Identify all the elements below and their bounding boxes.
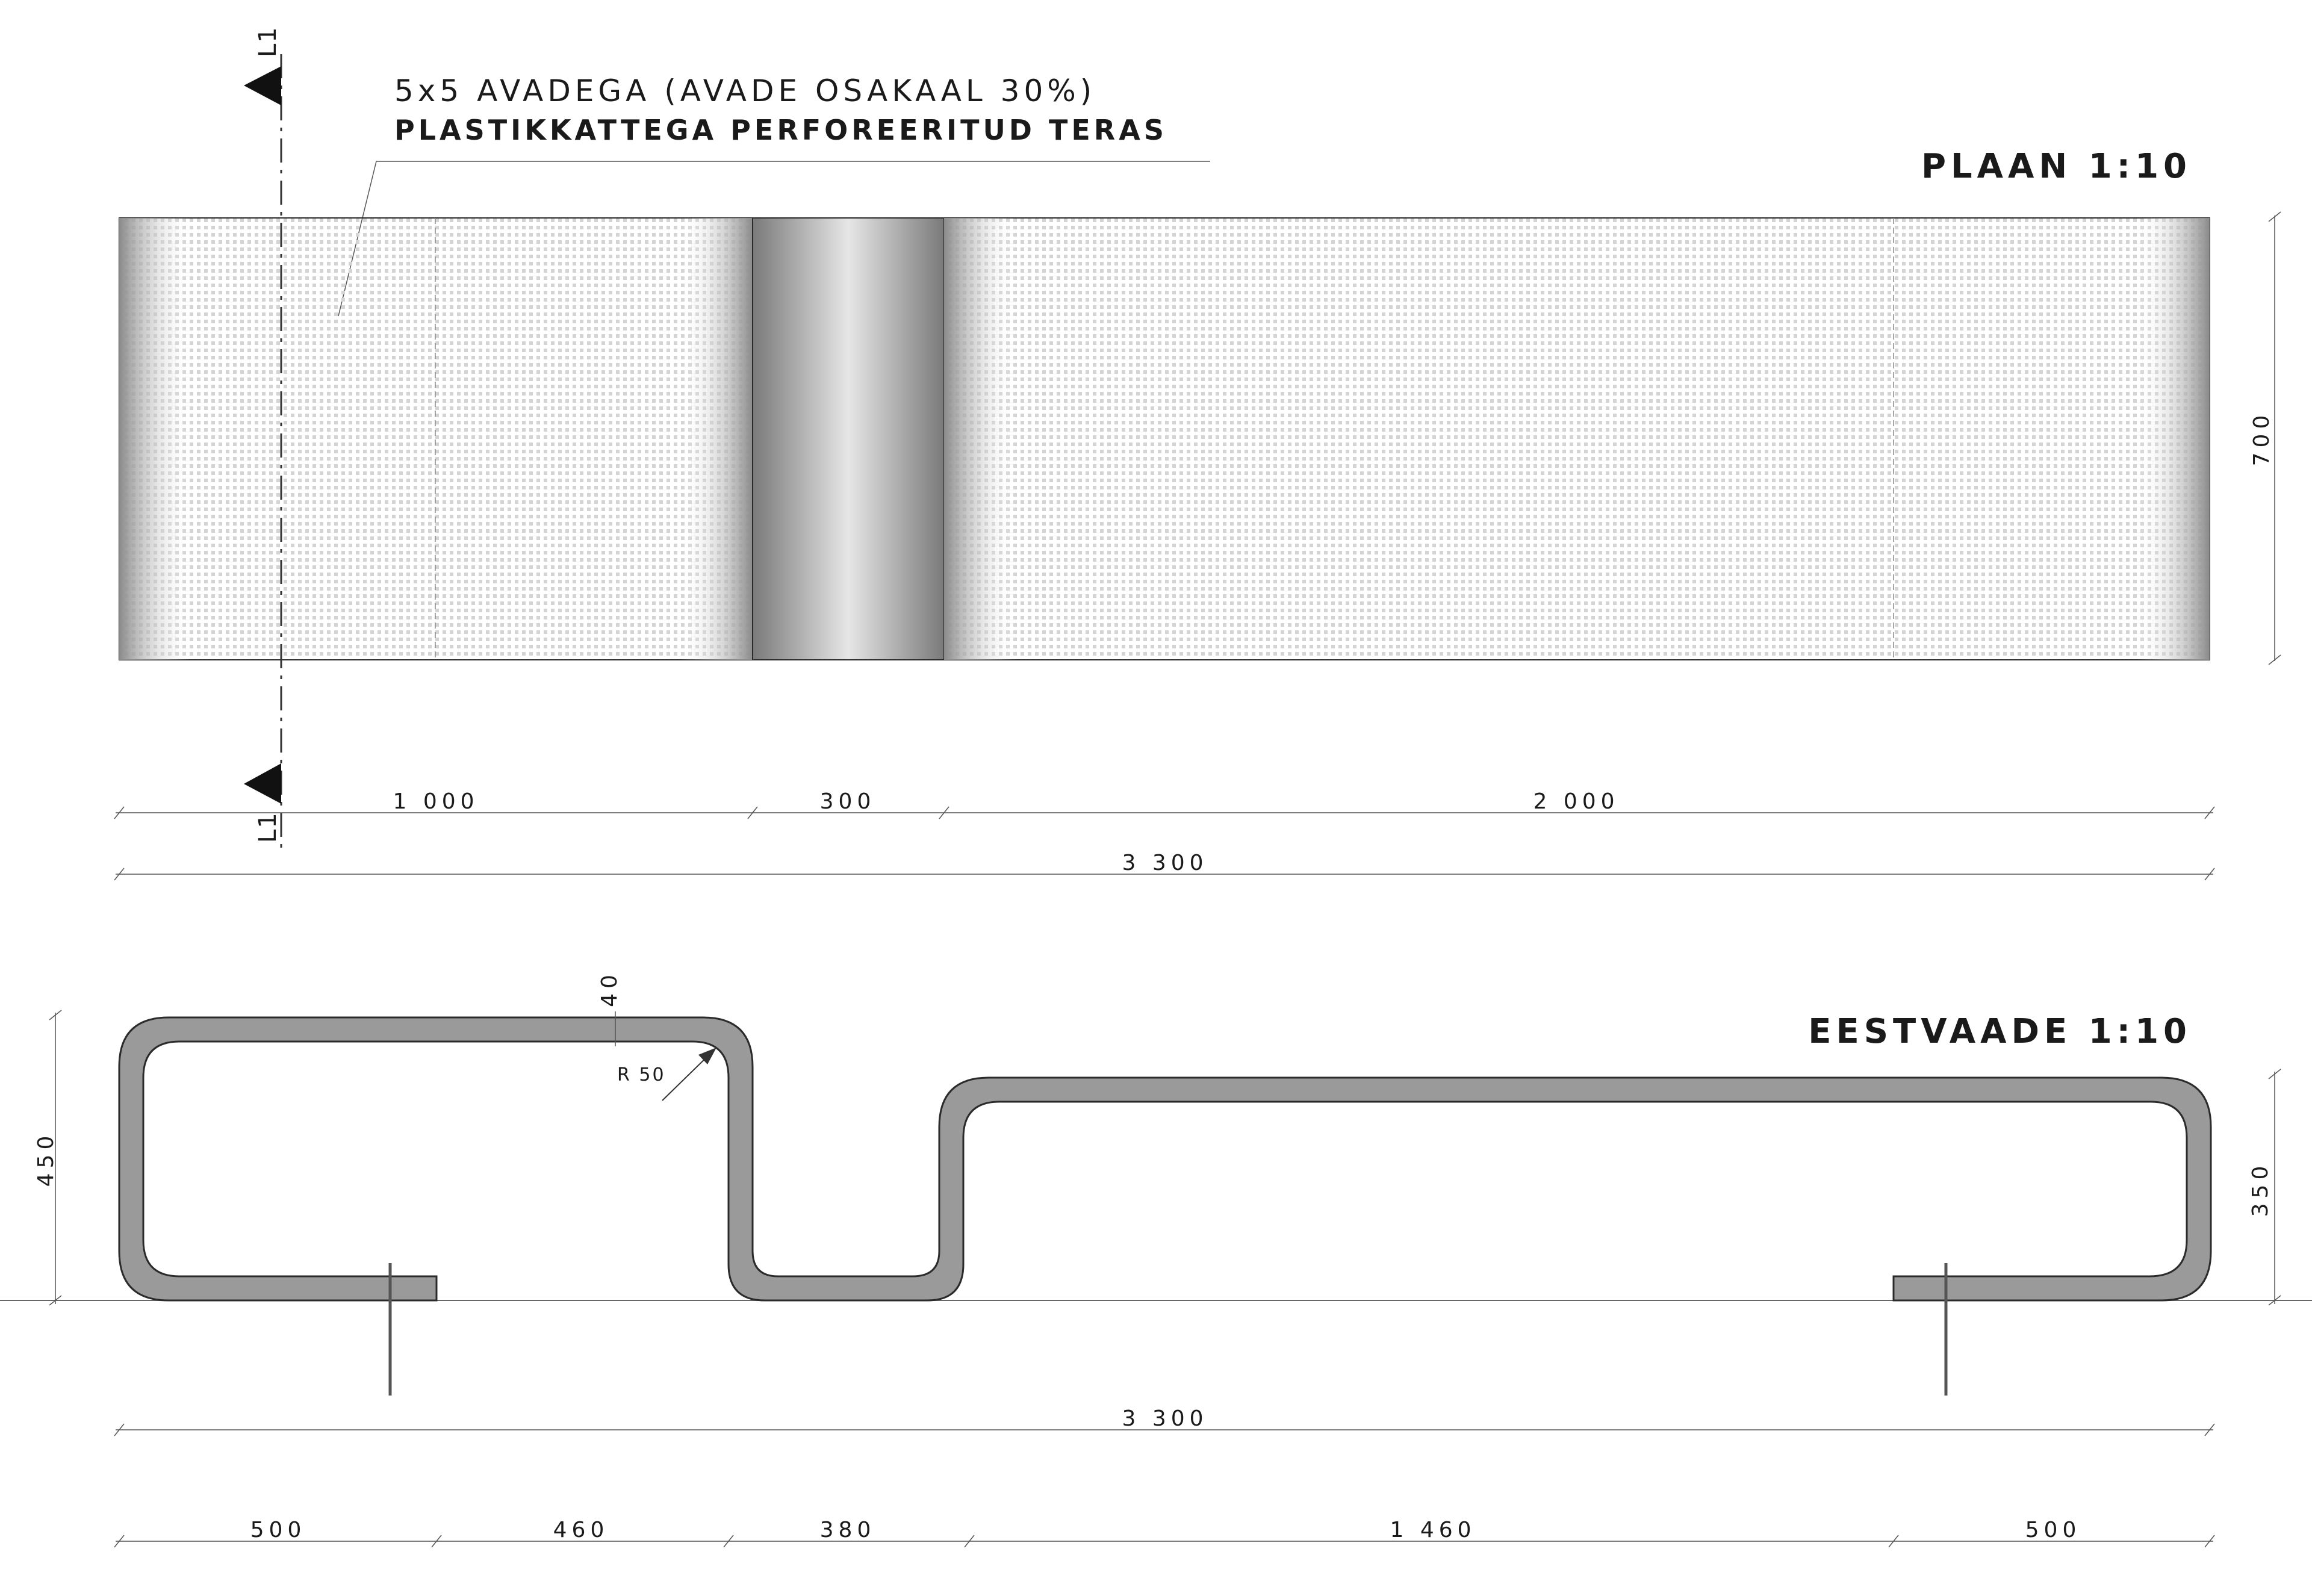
right-height-dim-label: 350	[2248, 1161, 2273, 1217]
plan-dim-1000: 1 000	[393, 789, 479, 814]
left-panel-edge-shade	[119, 218, 191, 660]
left-height-dim-label: 450	[34, 1131, 58, 1187]
radius-label: R 50	[617, 1064, 666, 1085]
left-panel-right-shade	[680, 218, 753, 660]
plan-dim-2000: 2 000	[1533, 789, 1619, 814]
left-perforated-panel	[119, 217, 753, 660]
plan-dim-total-tick-a	[114, 868, 125, 881]
height-dim-tick-bottom	[2268, 654, 2281, 665]
section-arrow-top	[244, 66, 281, 105]
front-seg-tick-2	[723, 1535, 734, 1548]
front-total-dim-label: 3 300	[1122, 1406, 1208, 1431]
front-title: EESTVAADE 1:10	[1808, 1012, 2192, 1051]
right-panel-left-shade	[944, 218, 1016, 660]
front-total-tick-b	[2204, 1423, 2215, 1436]
front-seg-dim-380: 380	[820, 1518, 876, 1542]
front-seg-dim-1460: 1 460	[1390, 1518, 1476, 1542]
right-panel-edge-shade	[2137, 218, 2210, 660]
plan-dim-tick-d	[2204, 806, 2215, 819]
front-seg-tick-1	[431, 1535, 442, 1548]
height-dim-label: 700	[2249, 411, 2274, 467]
front-seg-dim-500-right: 500	[2025, 1518, 2081, 1542]
plan-dim-tick-b	[747, 806, 758, 819]
front-total-tick-a	[114, 1423, 125, 1436]
height-dim-tick-top	[2268, 211, 2281, 222]
bent-steel-profile	[118, 1016, 2212, 1302]
section-label-bottom: L1	[254, 812, 282, 843]
front-seg-tick-5	[2204, 1535, 2215, 1548]
plan-dim-tick-a	[114, 806, 125, 819]
front-seg-dim-460: 460	[553, 1518, 609, 1542]
front-seg-tick-3	[964, 1535, 975, 1548]
plan-title: PLAAN 1:10	[1921, 147, 2192, 186]
left-height-tick-bottom	[49, 1295, 62, 1306]
right-perforated-panel	[943, 217, 2210, 660]
radius-arrowhead	[698, 1048, 716, 1064]
front-seg-tick-4	[1888, 1535, 1899, 1548]
front-view: EESTVAADE 1:10 40 R 50 450 350 3 300	[0, 970, 2312, 1548]
section-arrow-bottom	[244, 763, 281, 804]
plan-dim-tick-c	[939, 806, 949, 819]
right-height-tick-top	[2268, 1069, 2281, 1079]
front-seg-dim-500-left: 500	[250, 1518, 306, 1542]
thickness-dim-label: 40	[597, 970, 622, 1007]
middle-solid-section	[752, 217, 945, 660]
section-label-top: L1	[254, 26, 282, 57]
plan-dim-total-tick-b	[2204, 868, 2215, 881]
plan-view: PLAAN 1:10 5x5 AVADEGA (AVADE OSAKAAL 30…	[114, 26, 2281, 881]
front-seg-tick-0	[114, 1535, 125, 1548]
material-note: PLASTIKKATTEGA PERFOREERITUD TERAS	[394, 114, 1167, 146]
right-height-tick-bottom	[2268, 1295, 2281, 1306]
plan-dim-total: 3 300	[1122, 851, 1208, 875]
perforation-note: 5x5 AVADEGA (AVADE OSAKAAL 30%)	[394, 73, 1096, 108]
left-height-tick-top	[49, 1010, 62, 1020]
plan-dim-300: 300	[820, 789, 876, 814]
